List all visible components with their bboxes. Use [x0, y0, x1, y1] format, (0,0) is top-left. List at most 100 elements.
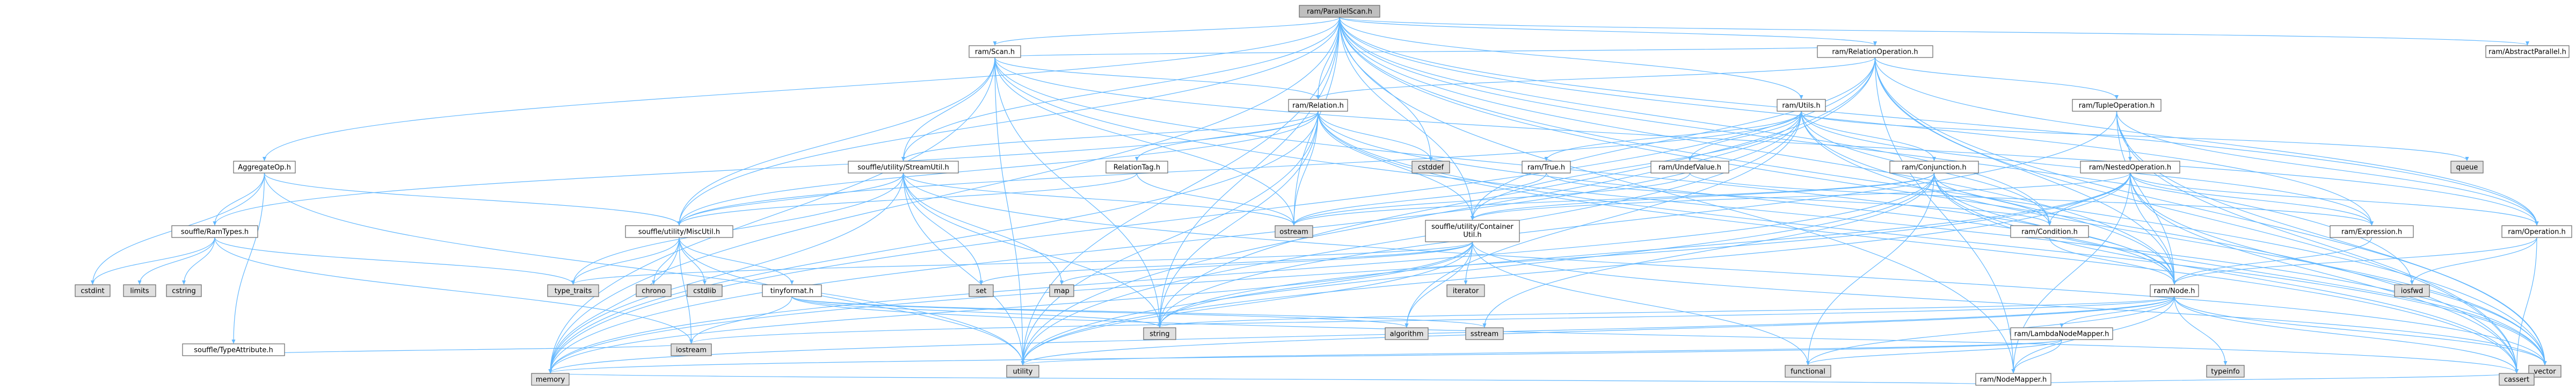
node-utils[interactable]: ram/Utils.h	[1777, 99, 1826, 112]
node-iostream[interactable]: iostream	[671, 343, 712, 356]
node-functional[interactable]: functional	[1785, 365, 1831, 378]
edge-tinyformat-to-sstream	[791, 296, 1487, 328]
node-cassert[interactable]: cassert	[2499, 373, 2535, 386]
node-label-root: ram/ParallelScan.h	[1307, 8, 1372, 16]
node-ostream[interactable]: ostream	[1275, 225, 1313, 238]
node-box-relation	[1288, 99, 1348, 112]
node-cstdlib[interactable]: cstdlib	[687, 284, 723, 297]
edge-aggop-to-miscutil	[264, 172, 681, 226]
node-typeattr[interactable]: souffle/TypeAttribute.h	[182, 343, 285, 356]
edge-node-to-vector	[2174, 296, 2547, 365]
node-box-undef	[1650, 161, 1729, 174]
node-map[interactable]: map	[1049, 284, 1074, 297]
node-tupleop[interactable]: ram/TupleOperation.h	[2072, 99, 2162, 112]
node-cstdint[interactable]: cstdint	[75, 284, 111, 297]
node-label-streamutil: souffle/utility/StreamUtil.h	[857, 164, 949, 172]
edge-lambda-to-utility	[1021, 339, 2062, 365]
node-label-relation: ram/Relation.h	[1292, 102, 1344, 110]
node-label-chrono: chrono	[642, 287, 666, 296]
node-label-string: string	[1149, 330, 1169, 338]
node-operation[interactable]: ram/Operation.h	[2501, 225, 2572, 238]
node-label-iterator: iterator	[1453, 287, 1479, 296]
node-miscutil[interactable]: souffle/utility/MiscUtil.h	[625, 225, 733, 238]
node-streamutil[interactable]: souffle/utility/StreamUtil.h	[848, 161, 959, 174]
node-limits[interactable]: limits	[123, 284, 156, 297]
edge-relop-to-relation	[1316, 57, 1876, 99]
edge-utils-to-queue	[1801, 111, 2469, 161]
node-root[interactable]: ram/ParallelScan.h	[1299, 5, 1380, 18]
edge-scan-to-relation	[994, 57, 1320, 99]
node-cstring[interactable]: cstring	[166, 284, 202, 297]
node-queue[interactable]: queue	[2450, 161, 2484, 174]
node-label-cassert: cassert	[2504, 376, 2529, 384]
node-label-queue: queue	[2456, 164, 2478, 172]
edge-ramtypes-to-type_traits	[214, 237, 575, 285]
node-box-node	[2150, 284, 2199, 297]
node-iterator[interactable]: iterator	[1446, 284, 1485, 297]
dependency-nodes: ram/ParallelScan.h ram/Scan.h ram/Relation…	[75, 5, 2572, 386]
node-ramtypes[interactable]: souffle/RamTypes.h	[171, 225, 258, 238]
node-scan[interactable]: ram/Scan.h	[969, 45, 1021, 58]
edge-utils-to-true_h	[1544, 111, 1802, 161]
edge-streamutil-to-type_traits	[571, 172, 904, 285]
node-relation[interactable]: ram/Relation.h	[1288, 99, 1348, 112]
node-box-functional	[1785, 365, 1831, 378]
node-nested[interactable]: ram/NestedOperation.h	[2080, 161, 2180, 174]
node-label-limits: limits	[130, 287, 149, 296]
node-relop[interactable]: ram/RelationOperation.h	[1817, 45, 1933, 58]
node-lambda[interactable]: ram/LambdaNodeMapper.h	[2010, 327, 2113, 340]
node-label-nested: ram/NestedOperation.h	[2089, 164, 2171, 172]
node-cstddef[interactable]: cstddef	[1411, 161, 1450, 174]
node-label-typeattr: souffle/TypeAttribute.h	[194, 347, 273, 355]
node-conj[interactable]: ram/Conjunction.h	[1889, 161, 1979, 174]
node-box-streamutil	[848, 161, 959, 174]
node-iosfwd[interactable]: iosfwd	[2394, 284, 2430, 297]
node-box-relop	[1817, 45, 1933, 58]
node-node[interactable]: ram/Node.h	[2150, 284, 2199, 297]
edge-scan-to-operation	[994, 57, 2539, 226]
node-typeinfo[interactable]: typeinfo	[2206, 365, 2245, 378]
node-label-scan: ram/Scan.h	[975, 48, 1015, 56]
edge-root-to-abspar	[1339, 17, 2529, 46]
edge-lambda-to-functional	[1806, 339, 2062, 365]
node-tinyformat[interactable]: tinyformat.h	[762, 284, 822, 297]
edge-container-to-algorithm	[1405, 241, 1473, 328]
node-abspar[interactable]: ram/AbstractParallel.h	[2485, 45, 2570, 58]
edge-aggop-to-typeattr	[231, 172, 265, 344]
node-condition[interactable]: ram/Condition.h	[2010, 225, 2089, 238]
node-nodemapper[interactable]: ram/NodeMapper.h	[1975, 373, 2051, 386]
node-expression[interactable]: ram/Expression.h	[2330, 225, 2414, 238]
node-aggop[interactable]: AggregateOp.h	[233, 161, 296, 174]
edge-relation-to-streamutil	[901, 111, 1319, 161]
node-memory[interactable]: memory	[531, 373, 570, 386]
node-box-abspar	[2485, 45, 2570, 58]
node-box-ostream	[1275, 225, 1313, 238]
edge-tupleop-to-vector	[2116, 111, 2547, 365]
node-vector[interactable]: vector	[2528, 365, 2562, 378]
node-string[interactable]: string	[1143, 327, 1176, 340]
edge-conj-to-functional	[1806, 172, 1935, 365]
node-label-tupleop: ram/TupleOperation.h	[2079, 102, 2155, 110]
node-true_h[interactable]: ram/True.h	[1522, 161, 1571, 174]
node-set[interactable]: set	[969, 284, 994, 297]
edge-root-to-aggop	[263, 17, 1340, 161]
node-type_traits[interactable]: type_traits	[547, 284, 599, 297]
node-utility[interactable]: utility	[1006, 365, 1039, 378]
edge-ramtypes-to-limits	[137, 237, 215, 285]
node-algorithm[interactable]: algorithm	[1385, 327, 1429, 340]
edge-conj-to-memory	[548, 172, 1935, 373]
edge-node-to-iostream	[689, 296, 2175, 344]
node-reltag[interactable]: RelationTag.h	[1105, 161, 1168, 174]
edge-nodemapper-to-memory	[548, 369, 2014, 386]
node-chrono[interactable]: chrono	[636, 284, 672, 297]
node-label-condition: ram/Condition.h	[2021, 228, 2078, 236]
node-label-relop: ram/RelationOperation.h	[1832, 48, 1918, 56]
edge-relop-to-tupleop	[1874, 57, 2119, 99]
node-undef[interactable]: ram/UndefValue.h	[1650, 161, 1729, 174]
node-box-limits	[123, 284, 156, 297]
node-label-cstdlib: cstdlib	[693, 287, 716, 296]
node-label-utils: ram/Utils.h	[1782, 102, 1820, 110]
node-sstream[interactable]: sstream	[1465, 327, 1504, 340]
